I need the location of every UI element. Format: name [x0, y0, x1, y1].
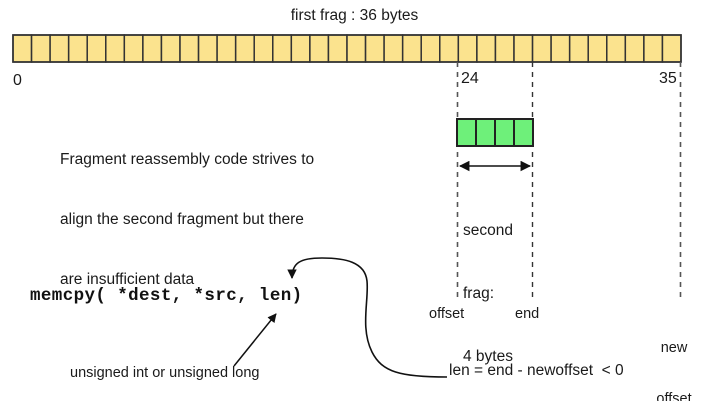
- marker-label-new-offset-line-1: new: [660, 340, 688, 356]
- first-fragment-byte-cell: [216, 34, 237, 63]
- first-fragment-byte-cell: [439, 34, 460, 63]
- unsigned-type-note: unsigned int or unsigned long: [70, 365, 260, 381]
- second-frag-caption-line-3: 4 bytes: [463, 348, 513, 365]
- tick-label-35: 35: [659, 70, 677, 87]
- explanation-line-1: Fragment reassembly code strives to: [60, 151, 315, 168]
- len-underflow-note: len = end - newoffset < 0: [449, 362, 624, 379]
- first-fragment-byte-cell: [643, 34, 664, 63]
- first-fragment-byte-cell: [179, 34, 200, 63]
- first-fragment-byte-cell: [309, 34, 330, 63]
- marker-label-new-offset-line-2: offset: [656, 391, 692, 401]
- second-fragment-byte-cells: [456, 118, 534, 147]
- first-fragment-byte-cell: [661, 34, 682, 63]
- first-fragment-byte-cell: [587, 34, 608, 63]
- first-fragment-byte-cell: [420, 34, 441, 63]
- second-fragment-byte-cell: [456, 118, 477, 147]
- first-fragment-byte-cell: [401, 34, 422, 63]
- first-fragment-byte-cell: [272, 34, 293, 63]
- first-frag-span-label: first frag : 36 bytes: [0, 7, 709, 25]
- first-fragment-byte-cell: [550, 34, 571, 63]
- first-fragment-byte-cell: [142, 34, 163, 63]
- second-fragment-outline: [456, 118, 534, 147]
- first-fragment-byte-cell: [364, 34, 385, 63]
- second-fragment-byte-cell: [513, 118, 534, 147]
- marker-label-new-offset: new offset: [648, 306, 700, 401]
- first-fragment-byte-cell: [476, 34, 497, 63]
- second-frag-caption-line-1: second: [463, 222, 513, 239]
- memcpy-code-line: memcpy( *dest, *src, len): [30, 286, 303, 306]
- first-fragment-byte-cell: [67, 34, 88, 63]
- tick-label-24: 24: [461, 70, 479, 87]
- first-fragment-outline: [12, 34, 682, 63]
- first-fragment-byte-cell: [123, 34, 144, 63]
- first-fragment-byte-cell: [457, 34, 478, 63]
- first-fragment-byte-cells: [12, 34, 682, 63]
- first-fragment-byte-cell: [290, 34, 311, 63]
- first-fragment-byte-cell: [86, 34, 107, 63]
- first-fragment-byte-cell: [624, 34, 645, 63]
- first-fragment-byte-cell: [346, 34, 367, 63]
- first-fragment-byte-cell: [513, 34, 534, 63]
- first-fragment-byte-cell: [160, 34, 181, 63]
- second-frag-caption-line-2: frag:: [463, 285, 495, 302]
- first-fragment-byte-cell: [606, 34, 627, 63]
- second-fragment-byte-cell: [494, 118, 515, 147]
- explanation-text: Fragment reassembly code strives to alig…: [60, 110, 314, 330]
- first-fragment-byte-cell: [494, 34, 515, 63]
- first-fragment-byte-cell: [383, 34, 404, 63]
- first-fragment-byte-cell: [531, 34, 552, 63]
- second-frag-caption: second frag: 4 bytes: [463, 178, 513, 401]
- first-fragment-byte-cell: [30, 34, 51, 63]
- explanation-line-2: align the second fragment but there: [60, 211, 304, 228]
- first-fragment-byte-cell: [49, 34, 70, 63]
- marker-label-end: end: [515, 306, 540, 322]
- first-fragment-byte-cell: [105, 34, 126, 63]
- first-fragment-byte-cell: [253, 34, 274, 63]
- first-fragment-byte-cell: [197, 34, 218, 63]
- marker-label-offset: offset: [429, 306, 465, 322]
- tick-label-0: 0: [13, 72, 22, 89]
- unsigned-note-arrow: [233, 313, 277, 367]
- len-note-arrow: [287, 257, 448, 378]
- first-fragment-byte-cell: [12, 34, 33, 63]
- explanation-line-3: are insufficient data: [60, 271, 195, 288]
- second-fragment-byte-cell: [475, 118, 496, 147]
- first-fragment-byte-cell: [327, 34, 348, 63]
- first-fragment-byte-cell: [234, 34, 255, 63]
- first-fragment-byte-cell: [568, 34, 589, 63]
